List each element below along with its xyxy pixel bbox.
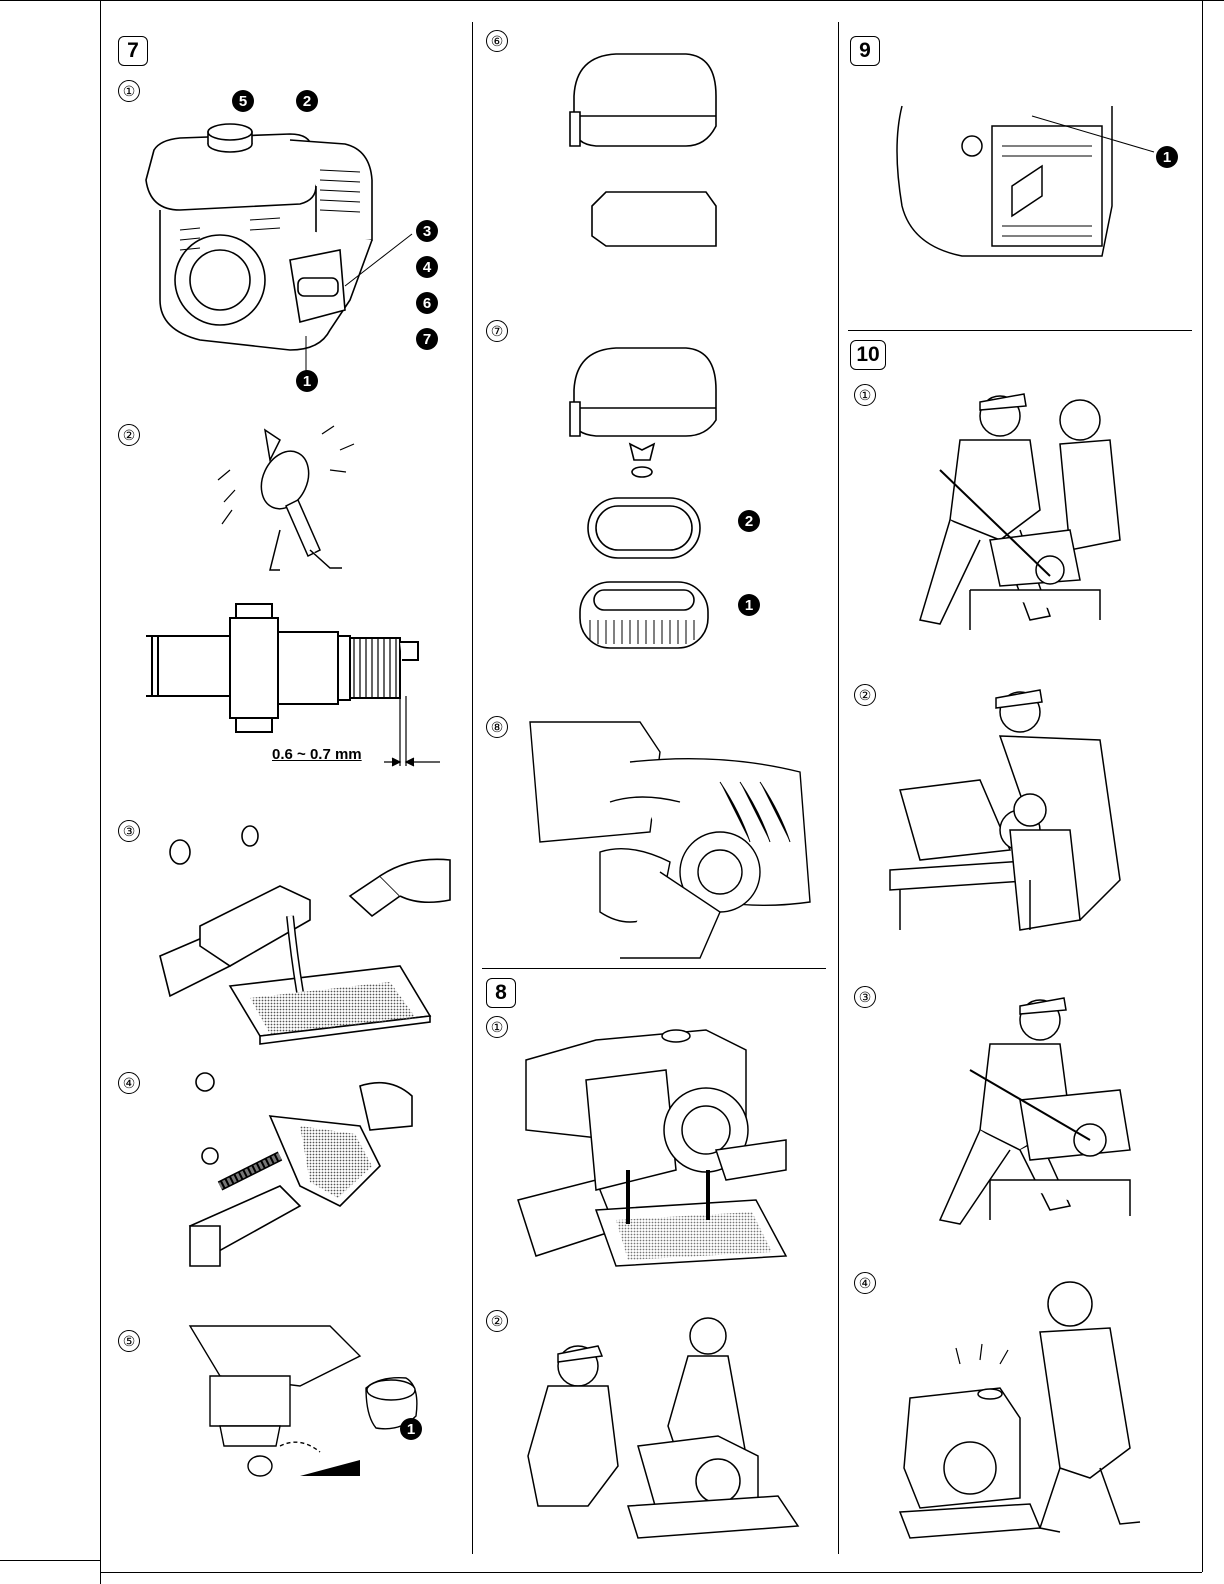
electrode-gap-label: 0.6 ~ 0.7 mm [272, 746, 362, 763]
carburetor-sediment-cup-illustration [180, 1316, 440, 1486]
step-marker: ④ [854, 1272, 876, 1294]
step-marker: ⑦ [486, 320, 508, 342]
callout-1: 1 [738, 594, 760, 616]
callout-2: 2 [738, 510, 760, 532]
engine-illustration [140, 100, 370, 370]
section-number-8: 8 [486, 978, 516, 1008]
oil-draining-illustration [150, 816, 460, 1046]
spark-plug-cartoon [210, 420, 370, 580]
section-number-10: 10 [850, 340, 886, 370]
air-filter-exploded-view [566, 340, 726, 660]
left-margin-rule [100, 0, 101, 1584]
step-marker: ⑤ [118, 1330, 140, 1352]
callout-1: 1 [1156, 146, 1178, 168]
section-divider-10 [848, 330, 1192, 331]
callout-1: 1 [400, 1418, 422, 1440]
callout-4: 4 [416, 256, 438, 278]
top-border [0, 0, 1224, 1]
callout-5: 5 [232, 90, 254, 112]
step-marker: ① [118, 80, 140, 102]
column-divider-2 [838, 22, 839, 1554]
step-marker: ⑥ [486, 30, 508, 52]
pulling-starter-again-illustration [920, 980, 1140, 1230]
fuel-line-clamp-illustration [520, 712, 820, 962]
engine-running-illustration [890, 1268, 1160, 1548]
engine-rear-view-illustration [892, 86, 1152, 276]
step-marker: ⑧ [486, 716, 508, 738]
section-divider-8 [482, 968, 826, 969]
pulling-recoil-starter-illustration [900, 380, 1160, 630]
margin-bottom-rule [0, 1560, 100, 1561]
callout-2: 2 [296, 90, 318, 112]
callout-1: 1 [296, 370, 318, 392]
engine-inspection-illustration [880, 680, 1150, 950]
step-marker: ② [118, 424, 140, 446]
step-marker: ④ [118, 1072, 140, 1094]
step-marker: ② [486, 1310, 508, 1332]
callout-7: 7 [416, 328, 438, 350]
mechanic-and-customer-illustration [518, 1306, 810, 1546]
column-divider-1 [472, 22, 473, 1554]
section-number-9: 9 [850, 36, 880, 66]
air-filter-cover-and-foam-element [566, 46, 726, 266]
oil-refilling-illustration [150, 1066, 460, 1296]
section-number-7: 7 [118, 36, 148, 66]
step-marker: ③ [854, 986, 876, 1008]
step-marker: ② [854, 684, 876, 706]
bottom-border [100, 1572, 1202, 1573]
callout-6: 6 [416, 292, 438, 314]
step-marker: ① [854, 384, 876, 406]
callout-3: 3 [416, 220, 438, 242]
step-marker: ① [486, 1016, 508, 1038]
engine-oil-drain-illustration [516, 1020, 806, 1270]
step-marker: ③ [118, 820, 140, 842]
right-border [1202, 0, 1203, 1572]
